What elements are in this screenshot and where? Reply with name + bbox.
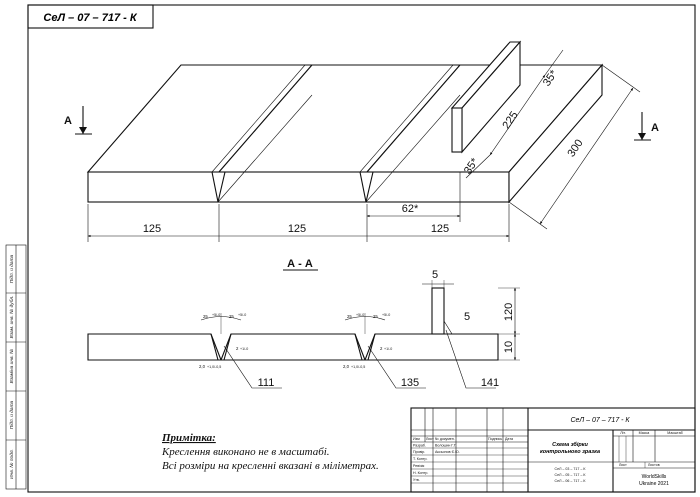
lit-label: Літ. (620, 431, 625, 435)
name-1: Волошин Г.Г. (435, 444, 456, 448)
dim-width-1: 125 (143, 223, 161, 235)
row-tkontr: Т. Контр. (413, 457, 428, 461)
stamp-replace-inv: Взаміна инв. № (9, 349, 15, 384)
row-prov: Провір. (413, 450, 425, 454)
scale-label: Масштаб (667, 431, 682, 435)
root-face-1: 2 (236, 346, 239, 351)
doc-name-1: Схема збірки (552, 441, 588, 448)
rib-section (431, 287, 445, 335)
doc-name-2: контрольного зразка (540, 449, 600, 455)
bevel-tol-2b: +5/-0 (382, 313, 390, 317)
process-111: 111 (258, 377, 275, 389)
dim-fillet-leg: 5 (464, 311, 470, 323)
bevel-angle-1a: 25 (203, 314, 208, 319)
drawing-code: СеЛ – 07 – 717 - К (43, 12, 137, 24)
org-1: WorldSkills (642, 474, 667, 480)
bevel-angle-1b: 25 (229, 314, 234, 319)
spec-3: СеЛ – 06 – 717 – К (554, 479, 586, 483)
section-arrow-left (75, 106, 92, 135)
section-marker-left: А (64, 115, 72, 127)
bevel-tol-2a: +5/-0 (356, 313, 364, 317)
section-title: А - А (287, 258, 313, 270)
sheet-label: Лист (619, 463, 627, 467)
stamp-sign-date-top: Підп. и дата (9, 254, 15, 283)
side-stamp: Підп. и дата Взам. инв. № дубл. Взаміна … (5, 244, 27, 490)
root-face-tol-2: +1/-0 (384, 347, 392, 351)
row-utv: Утв. (413, 478, 420, 482)
sheets-label: Листов (648, 463, 660, 467)
stamp-dup-inv: Взам. инв. № дубл. (9, 296, 15, 339)
bevel-angle-2a: 25 (347, 314, 352, 319)
dim-plate-thickness: 10 (503, 341, 515, 353)
stamp-sign-date-bottom: Підп. и дата (9, 400, 15, 429)
title-block-code: СеЛ – 07 – 717 - К (570, 417, 630, 424)
mass-label: Масса (639, 431, 650, 435)
section-marker-right: А (651, 122, 659, 134)
row-nkontr: Н. Контр. (413, 471, 428, 475)
sheet-frame (27, 4, 696, 493)
dim-length: 300 (565, 137, 585, 159)
col-list: Лист (426, 437, 434, 441)
title-block (410, 407, 696, 493)
col-sign: Подпись (488, 437, 502, 441)
note-title: Примітка: (161, 432, 216, 444)
bevel-tol-1a: +5/-0 (212, 313, 220, 317)
root-face-2: 2 (380, 346, 383, 351)
bevel-tol-1b: +5/-0 (238, 313, 246, 317)
stamp-orig-inv: Инв. № подл. (9, 449, 15, 479)
name-2: Аксьонов Є.Ю. (435, 450, 460, 454)
col-doc: № докумен. (435, 437, 455, 441)
bevel-angle-2b: 25 (373, 314, 378, 319)
dim-rib-offset: 62* (402, 203, 419, 215)
root-face-tol-1: +1/-0 (240, 347, 248, 351)
note-line-1: Креслення виконано не в масштабі. (161, 446, 330, 458)
code-box: СеЛ – 07 – 717 - К (27, 4, 154, 29)
note-block: Примітка: Креслення виконано не в масшта… (161, 432, 379, 472)
root-gap-2: 2,0 (343, 364, 350, 369)
dim-width-2: 125 (288, 223, 306, 235)
section-arrow-right (634, 112, 651, 141)
col-izm: Изм (413, 437, 420, 441)
row-razrab: Разраб. (413, 444, 426, 448)
root-gap-1: 2,0 (199, 364, 206, 369)
row-reviz: Ревізія (413, 464, 424, 468)
spec-1: СеЛ – 03 – 717 – К (554, 467, 586, 471)
dim-width-3: 125 (431, 223, 449, 235)
dim-rib-thickness: 5 (432, 269, 438, 281)
org-2: Ukraine 2021 (639, 481, 669, 487)
isometric-view (75, 40, 651, 242)
col-date: Дата (505, 437, 513, 441)
process-141: 141 (481, 377, 499, 389)
section-view (87, 280, 520, 389)
plate-front-face (87, 171, 510, 203)
note-line-2: Всі розміри на кресленні вказані в мілім… (162, 460, 379, 472)
process-135: 135 (401, 377, 419, 389)
dim-rib-height: 120 (503, 303, 515, 321)
spec-2: СеЛ – 05 – 717 – К (554, 473, 586, 477)
root-gap-tol-2: +1,0/-0,5 (351, 365, 365, 369)
root-gap-tol-1: +1,0/-0,5 (207, 365, 221, 369)
